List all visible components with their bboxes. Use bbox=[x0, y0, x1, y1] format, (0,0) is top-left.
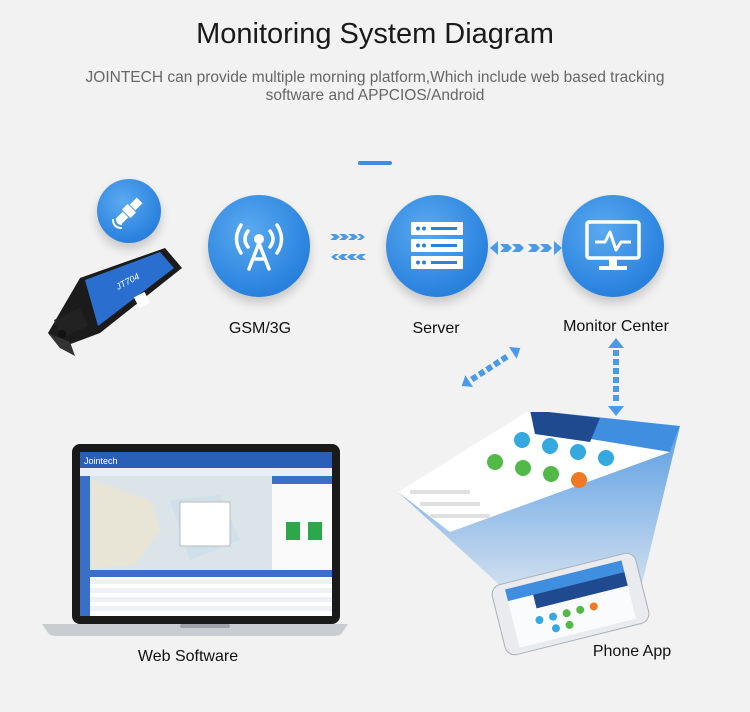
server-icon bbox=[411, 222, 463, 269]
phone-app-projection bbox=[398, 412, 680, 656]
page-title: Monitoring System Diagram bbox=[196, 18, 554, 50]
web-label: Web Software bbox=[137, 648, 239, 665]
server-node bbox=[386, 195, 488, 297]
tracker-device: JT704 bbox=[48, 248, 182, 356]
monitor-node bbox=[562, 195, 664, 297]
phone-label: Phone App bbox=[592, 643, 672, 660]
title-divider bbox=[358, 161, 392, 165]
monitor-icon bbox=[585, 220, 641, 270]
server-label: Server bbox=[412, 320, 460, 337]
monitor-label: Monitor Center bbox=[563, 318, 669, 335]
gsm-label: GSM/3G bbox=[228, 320, 292, 337]
gsm-node bbox=[208, 195, 310, 297]
monitor-phone-arrow bbox=[608, 338, 624, 416]
satellite-icon bbox=[97, 179, 161, 243]
server-web-arrow bbox=[461, 346, 521, 388]
page-subtitle: JOINTECH can provide multiple morning pl… bbox=[85, 69, 665, 104]
server-monitor-arrow bbox=[490, 241, 562, 255]
laptop-brand: Jointech bbox=[84, 456, 118, 466]
antenna-icon bbox=[234, 223, 284, 271]
laptop-web-software: Jointech bbox=[42, 444, 348, 636]
gsm-server-arrows bbox=[330, 234, 366, 260]
